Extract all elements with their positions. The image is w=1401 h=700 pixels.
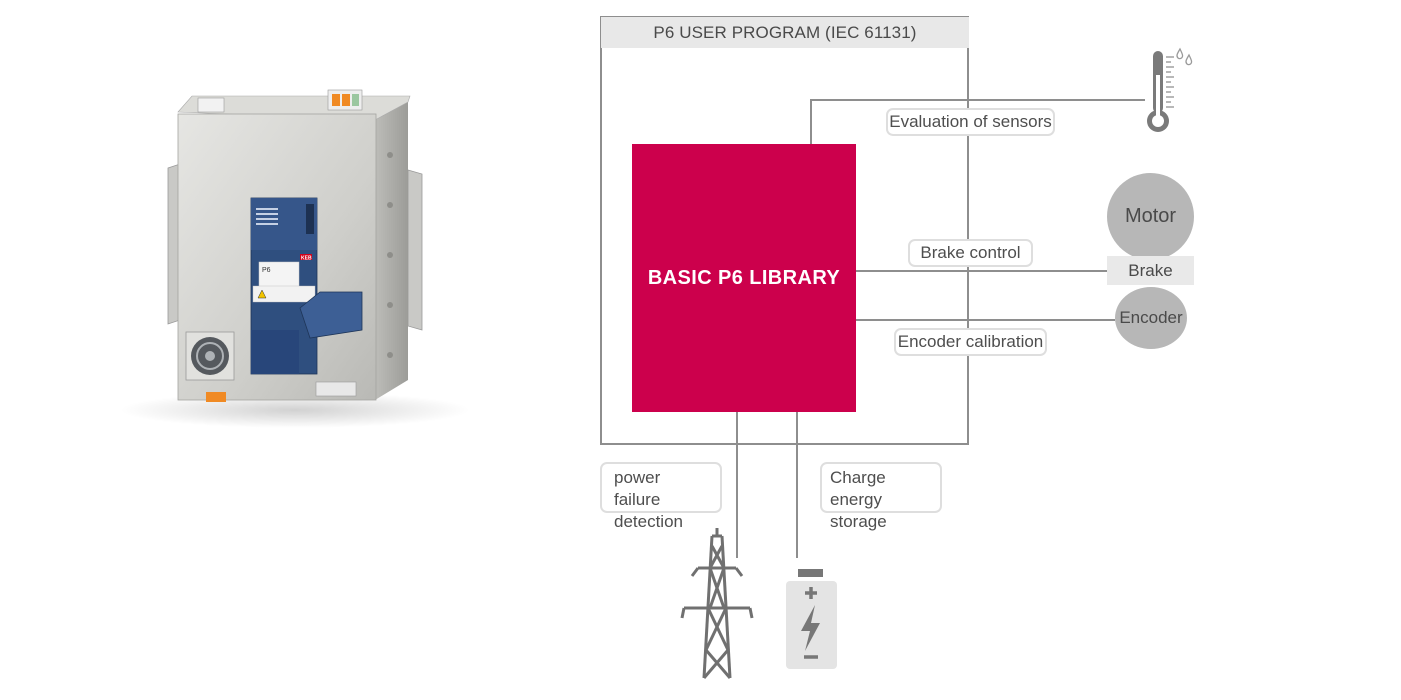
encoder-node: Encoder (1115, 287, 1187, 349)
power-failure-line-1: power failure (614, 468, 661, 509)
charge-storage-line-2: storage (830, 512, 887, 531)
program-title: P6 USER PROGRAM (IEC 61131) (601, 17, 969, 48)
brake-control-label: Brake control (908, 239, 1033, 267)
encoder-calibration-label: Encoder calibration (894, 328, 1047, 356)
sensor-line (810, 99, 1145, 152)
library-label: BASIC P6 LIBRARY (647, 266, 841, 289)
brake-node: Brake (1107, 256, 1194, 285)
sensor-evaluation-label: Evaluation of sensors (886, 108, 1055, 136)
power-pylon-icon (680, 528, 754, 679)
battery-icon (786, 569, 837, 669)
p6-drive-device-image: P6 KEB (120, 89, 470, 428)
motor-label: Motor (1124, 205, 1177, 227)
charge-storage-label: Charge energy storage (820, 462, 942, 531)
basic-library-block: BASIC P6 LIBRARY (632, 144, 856, 412)
charge-storage-line-1: Charge energy (830, 468, 886, 509)
device-brand-label: KEB (301, 256, 312, 262)
brake-label: Brake (1128, 260, 1173, 280)
power-failure-label: power failure detection (600, 462, 722, 531)
thermometer-icon (1147, 47, 1193, 132)
power-failure-line-2: detection (614, 512, 683, 531)
encoder-label: Encoder (1119, 308, 1183, 327)
device-model-label: P6 (262, 267, 271, 274)
motor-node: Motor (1107, 173, 1194, 260)
